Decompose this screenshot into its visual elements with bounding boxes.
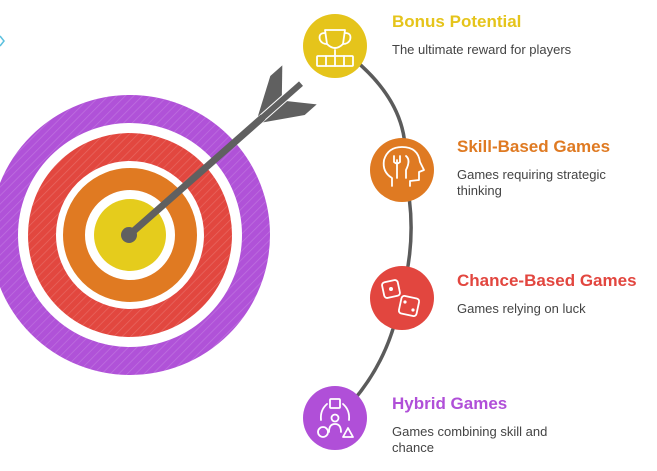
hybrid-node bbox=[303, 386, 367, 450]
chance-based-node bbox=[370, 266, 434, 330]
arrow bbox=[121, 65, 317, 243]
target bbox=[0, 95, 270, 375]
skill-based-label: Skill-Based Games Games requiring strate… bbox=[457, 137, 647, 199]
edge-marker-icon bbox=[0, 35, 5, 47]
person-shapes-icon bbox=[317, 398, 354, 438]
chance-based-label: Chance-Based Games Games relying on luck bbox=[457, 271, 647, 317]
trophy-icon bbox=[316, 29, 354, 67]
skill-based-desc: Games requiring strategic thinking bbox=[457, 167, 606, 198]
head-fork-knife-icon bbox=[382, 146, 425, 187]
skill-based-title: Skill-Based Games bbox=[457, 137, 611, 156]
connector-arc bbox=[333, 43, 413, 422]
arrow-fletching-icon bbox=[257, 65, 317, 123]
hybrid-title: Hybrid Games bbox=[392, 394, 508, 413]
bonus-potential-desc: The ultimate reward for players bbox=[392, 42, 572, 57]
hybrid-desc: Games combining skill and chance bbox=[392, 424, 548, 455]
hybrid-label: Hybrid Games Games combining skill and c… bbox=[392, 394, 582, 456]
bonus-potential-label: Bonus Potential The ultimate reward for … bbox=[392, 12, 642, 58]
dice-icon bbox=[381, 279, 421, 318]
bonus-potential-node bbox=[303, 14, 367, 78]
target-ring-orange bbox=[63, 168, 197, 302]
chance-based-desc: Games relying on luck bbox=[457, 301, 586, 316]
chance-based-title: Chance-Based Games bbox=[457, 271, 637, 290]
arrow-tip bbox=[121, 227, 137, 243]
skill-based-node bbox=[370, 138, 434, 202]
bonus-potential-title: Bonus Potential bbox=[392, 12, 522, 31]
